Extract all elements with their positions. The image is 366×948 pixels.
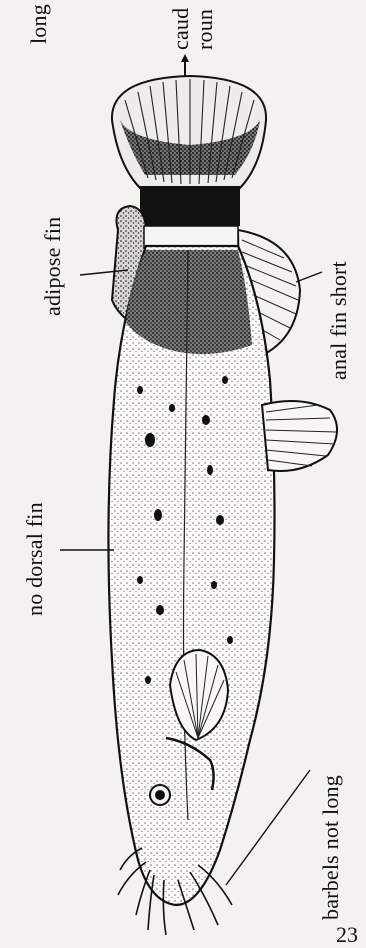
label-no-dorsal-fin: no dorsal fin <box>22 502 48 616</box>
label-barbels-not-long: barbels not long <box>318 775 344 920</box>
label-long: long <box>26 4 52 44</box>
caudal-band <box>140 186 240 226</box>
pelvic-fin <box>262 401 337 471</box>
eye <box>150 785 170 805</box>
page-number: 23 <box>336 922 358 948</box>
label-anal-fin-short: anal fin short <box>326 261 352 380</box>
caudal-fin <box>112 54 266 188</box>
anal-fin-leader <box>296 272 322 282</box>
light-band <box>144 226 238 248</box>
label-adipose-fin: adipose fin <box>40 217 66 316</box>
label-caudal: caud <box>168 8 194 50</box>
label-caudal-rounded: roun <box>192 9 218 50</box>
